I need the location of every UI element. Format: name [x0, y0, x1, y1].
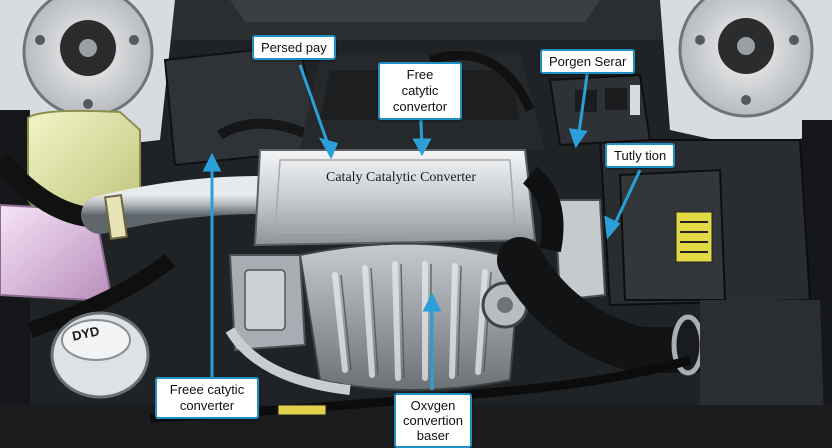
callout-arrows	[202, 64, 642, 390]
callout-tutly-tion: Tutly tion	[605, 143, 676, 168]
callout-text: Freee catytic converter	[169, 382, 245, 413]
yellow-label	[277, 404, 327, 416]
callout-text: Free catytic convertor	[392, 67, 448, 114]
air-box	[163, 43, 322, 167]
left-strut-center	[79, 39, 97, 57]
hose-intake	[428, 51, 535, 112]
arrow-right	[610, 169, 642, 231]
hood-edge	[230, 0, 600, 22]
engine-cover	[253, 149, 537, 247]
engine-cover-text: Cataly Catalytic Converter	[326, 170, 477, 185]
callout-free-catytic-convertor: Free catytic convertor	[378, 62, 462, 120]
callout-porgen-serar: Porgen Serar	[540, 49, 636, 74]
callout-oxvgen-convertion-baser: Oxvgen convertion baser	[394, 393, 472, 448]
right-strut-center	[737, 37, 755, 55]
callout-freee-catytic-converter: Freee catytic converter	[155, 377, 259, 419]
lower-pipe	[225, 327, 351, 395]
hose-left-2	[27, 253, 175, 338]
hose-clamp	[104, 193, 128, 241]
callout-persed-pay: Persed pay	[252, 35, 336, 60]
callout-text: Oxvgen convertion baser	[403, 398, 463, 443]
air-duct	[497, 237, 723, 373]
battery-warning-sticker	[675, 211, 713, 263]
sensor-housing	[553, 199, 607, 302]
arrow-top-right	[576, 67, 590, 141]
arrow-top-left	[298, 64, 332, 151]
